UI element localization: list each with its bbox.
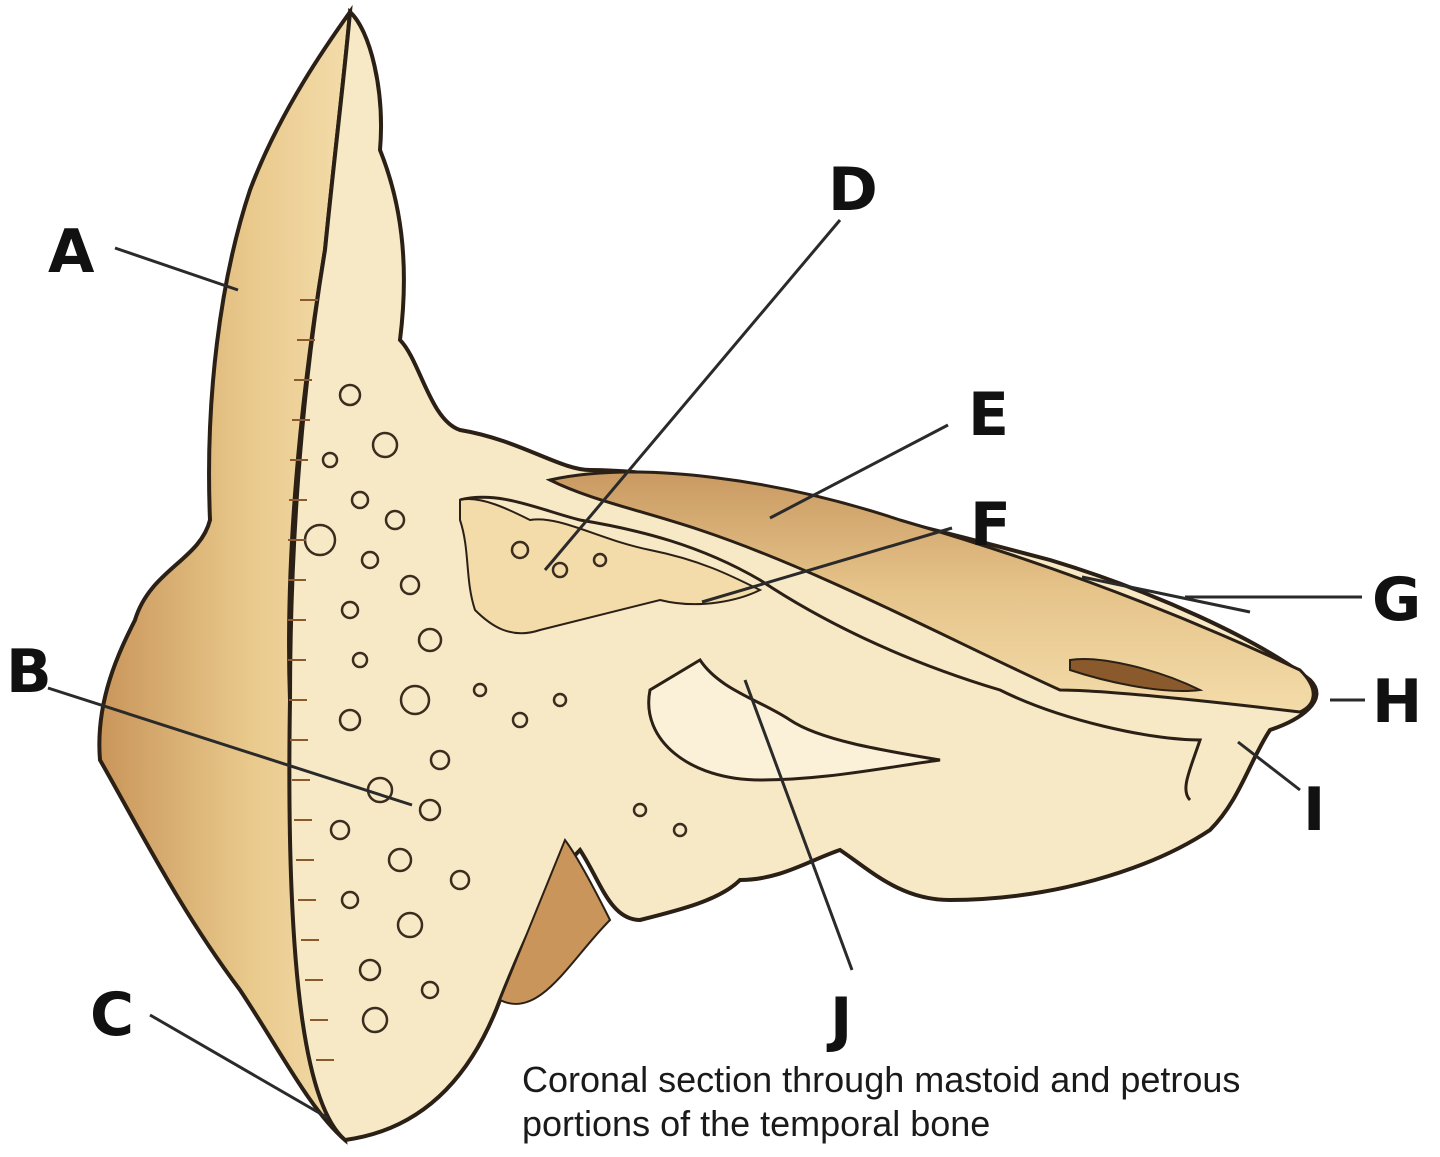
label-g: G bbox=[1372, 565, 1421, 635]
tympanic-cavity bbox=[647, 657, 941, 782]
petrous-ridge bbox=[545, 470, 1315, 714]
leader-g1 bbox=[1081, 575, 1251, 614]
label-c: C bbox=[90, 980, 134, 1050]
leader-e bbox=[769, 423, 949, 520]
petrous-apex-canal bbox=[1069, 658, 1204, 692]
leader-b bbox=[47, 686, 413, 807]
label-j: J bbox=[826, 985, 852, 1055]
caption-line-1: Coronal section through mastoid and petr… bbox=[522, 1059, 1241, 1100]
leader-f bbox=[701, 526, 953, 604]
petrous-inner-lining bbox=[459, 495, 1203, 802]
bone-cut-surface bbox=[287, 7, 1319, 1143]
leader-i bbox=[1237, 740, 1301, 792]
leader-d bbox=[543, 219, 842, 571]
caption-line-2: portions of the temporal bone bbox=[522, 1103, 991, 1144]
label-f: F bbox=[970, 490, 1011, 560]
label-d: D bbox=[828, 155, 878, 225]
label-i: I bbox=[1303, 775, 1325, 845]
label-a: A bbox=[48, 217, 95, 287]
leader-c bbox=[149, 1013, 329, 1120]
label-b: B bbox=[6, 637, 52, 707]
mastoid-air-cells bbox=[303, 383, 688, 1034]
leader-lines bbox=[47, 219, 1365, 1120]
leader-j bbox=[743, 679, 854, 971]
air-cell-region bbox=[459, 498, 763, 635]
mastoid-lower-shading bbox=[498, 837, 612, 1005]
label-h: H bbox=[1372, 667, 1422, 737]
leader-a bbox=[114, 246, 239, 292]
squama-hatching bbox=[288, 299, 334, 1061]
caption: Coronal section through mastoid and petr… bbox=[522, 1058, 1422, 1146]
label-e: E bbox=[968, 380, 1009, 450]
